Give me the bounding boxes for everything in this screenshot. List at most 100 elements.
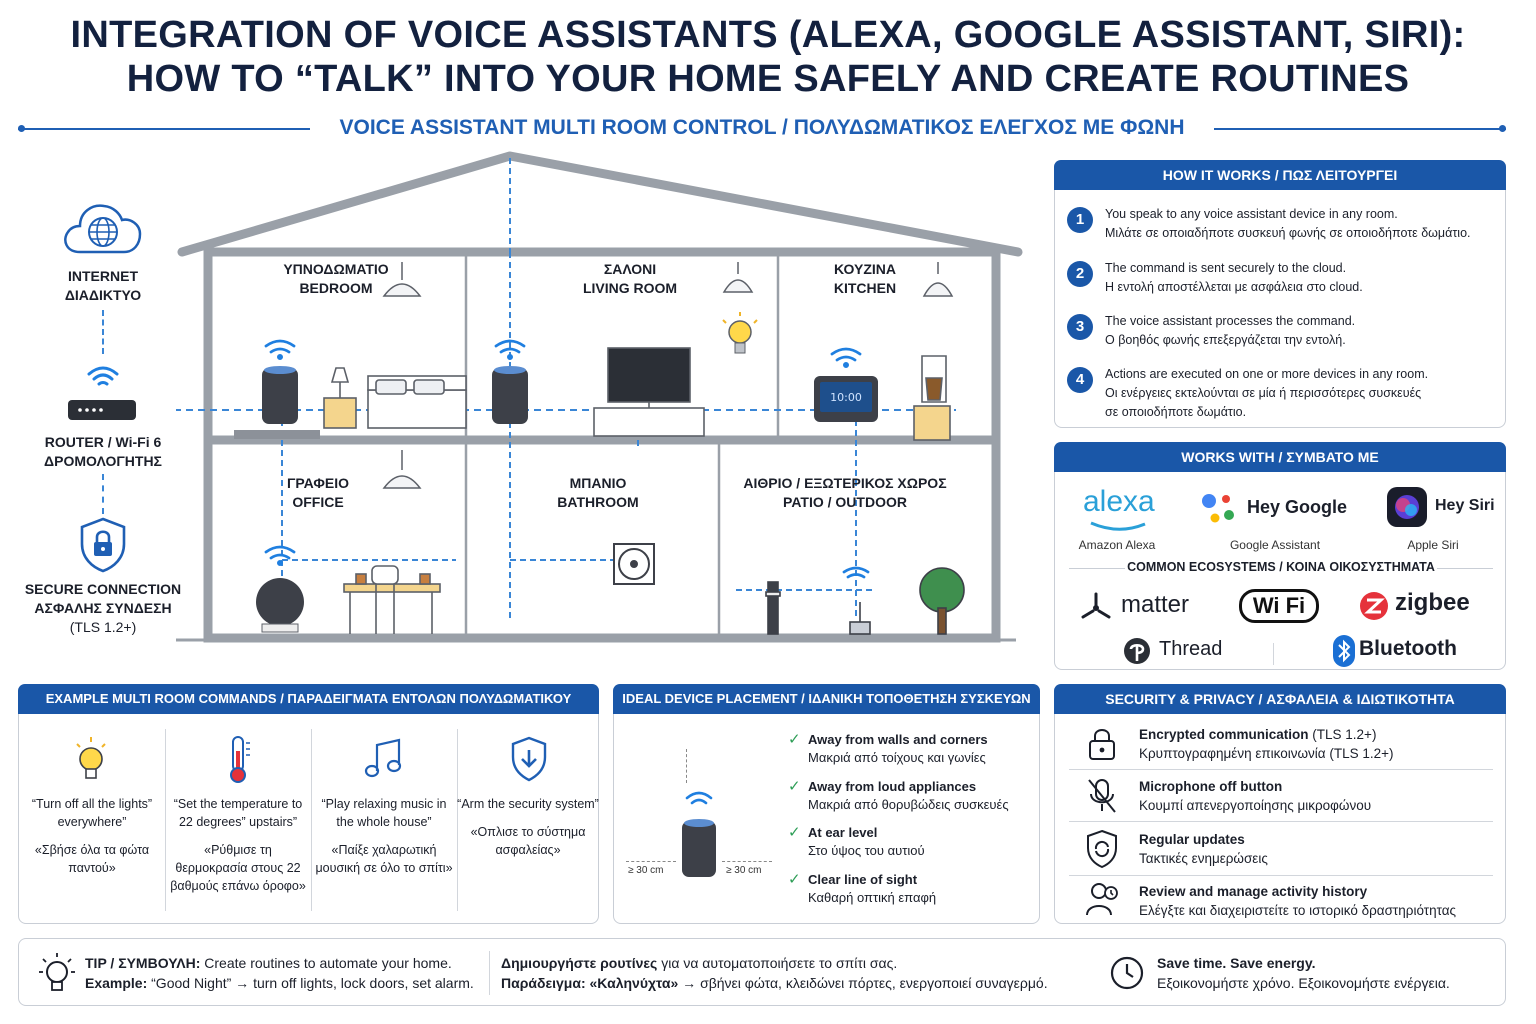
exhaust-fan (613, 543, 655, 585)
distance-marker-left (626, 861, 676, 862)
ear-level-marker (686, 749, 687, 783)
room-label-patio: ΑΙΘΡΙΟ / ΕΞΩΤΕΡΙΚΟΣ ΧΩΡΟΣ PATIO / OUTDOO… (730, 474, 960, 512)
tip-text: Create routines to automate your home. (200, 955, 452, 971)
distance-marker-right (722, 861, 772, 862)
tip-gr-example-label: Παράδειγμα: «Καληνύχτα» (501, 975, 679, 991)
google-logo-text: Hey Google (1247, 497, 1348, 517)
mic-off-icon (1088, 779, 1116, 813)
room-label-bathroom: ΜΠΑΝΙΟ BATHROOM (528, 474, 668, 512)
command-2: “Set the temperature to 22 degrees” upst… (167, 795, 309, 895)
step-number: 3 (1067, 314, 1093, 340)
tip-gr-example-text: → σβήνει φώτα, κλειδώνει πόρτες, ενεργοπ… (678, 975, 1048, 991)
divider-right (1214, 128, 1506, 130)
placement-gr: Καθαρή οπτική επαφή (808, 890, 937, 905)
command-gr: «Ρύθμισε τη θερμοκρασία στους 22 βαθμούς… (170, 843, 306, 893)
zigbee-logo: zigbee (1395, 589, 1470, 616)
placement-en: Away from walls and corners (808, 732, 988, 747)
router-icon (68, 400, 136, 420)
room-kitchen-en: KITCHEN (833, 280, 897, 296)
command-3: “Play relaxing music in the whole house”… (313, 795, 455, 877)
room-living-gr: ΣΑΛΟΝΙ (603, 261, 657, 277)
alexa-caption: Amazon Alexa (1078, 538, 1156, 552)
security-gr: Τακτικές ενημερώσεις (1139, 851, 1268, 866)
secure-label-tls: (TLS 1.2+) (69, 619, 137, 635)
lightbulb-tip-icon (39, 953, 75, 991)
thread-icon (1124, 638, 1150, 664)
thermometer-icon (230, 736, 250, 783)
music-note-icon (364, 738, 402, 778)
room-patio-en: PATIO / OUTDOOR (783, 494, 907, 510)
divider-dot (1499, 125, 1506, 132)
placement-gr: Μακριά από τοίχους και γωνίες (808, 750, 986, 765)
page-title-line-1: INTEGRATION OF VOICE ASSISTANTS (ALEXA, … (70, 14, 1466, 56)
matter-icon (1081, 592, 1111, 619)
security-gr: Κρυπτογραφημένη επικοινωνία (TLS 1.2+) (1139, 746, 1394, 761)
placement-item-2: ✓ Away from loud appliances Μακριά από θ… (788, 778, 1009, 814)
tip-label: TIP / ΣΥΜΒΟΥΛΗ: (85, 955, 201, 971)
divider (489, 951, 490, 995)
security-gr: Κουμπί απενεργοποίησης μικροφώνου (1139, 798, 1372, 813)
placement-gr: Στο ύψος του αυτιού (808, 843, 925, 858)
security-panel: SECURITY & PRIVACY / ΑΣΦΑΛΕΙΑ & ΙΔΙΩΤΙΚΟ… (1054, 684, 1506, 924)
placement-item-1: ✓ Away from walls and corners Μακριά από… (788, 731, 988, 767)
lightbulb-icon (722, 312, 758, 354)
check-icon: ✓ (788, 731, 801, 748)
room-bathroom-en: BATHROOM (557, 494, 639, 510)
room-patio-gr: ΑΙΘΡΙΟ / ΕΞΩΤΕΡΙΚΟΣ ΧΩΡΟΣ (743, 475, 947, 491)
smart-speaker-bedroom (262, 366, 298, 424)
matter-logo: matter (1121, 591, 1190, 618)
step-text-gr: Μιλάτε σε οποιαδήποτε συσκευή φωνής σε ο… (1105, 226, 1471, 240)
security-en-suffix: (TLS 1.2+) (1308, 727, 1377, 742)
security-item-2: Microphone off button Κουμπί απενεργοποί… (1139, 777, 1371, 815)
secure-shield-icon (80, 517, 126, 573)
room-office-en: OFFICE (292, 494, 344, 510)
router-label-en: ROUTER / Wi-Fi 6 (44, 434, 162, 450)
shield-icon (511, 736, 547, 782)
google-assistant-icon (1202, 494, 1234, 523)
security-en: Encrypted communication (1139, 727, 1309, 742)
distance-left: ≥ 30 cm (628, 865, 664, 876)
command-4: “Arm the security system” «Οπλισε το σύσ… (457, 795, 599, 859)
command-en: “Turn off all the lights” everywhere” (31, 797, 153, 829)
step-text-en: The voice assistant processes the comman… (1105, 314, 1356, 328)
thread-logo: Thread (1159, 638, 1223, 660)
tip-save-en: Save time. Save energy. (1157, 955, 1316, 971)
divider (1273, 643, 1274, 665)
smart-speaker-office (256, 578, 304, 633)
room-label-office: ΓΡΑΦΕΙΟ OFFICE (248, 474, 388, 512)
siri-logo-text: Hey Siri (1435, 497, 1495, 514)
secure-label-en: SECURE CONNECTION (24, 581, 182, 597)
tip-example-text: “Good Night” → turn off lights, lock doo… (147, 975, 474, 991)
divider-left (18, 128, 310, 130)
placement-en: At ear level (808, 825, 878, 840)
cloud-globe-icon (64, 204, 142, 254)
tip-gr-bold: Δημιουργήστε ρουτίνες (501, 955, 658, 971)
command-en: “Arm the security system” (457, 797, 599, 811)
subtitle-row: VOICE ASSISTANT MULTI ROOM CONTROL / ΠΟΛ… (18, 116, 1506, 142)
divider (1069, 568, 1125, 569)
room-office-gr: ΓΡΑΦΕΙΟ (286, 475, 350, 491)
alexa-logo: alexa (1083, 485, 1155, 518)
command-gr: «Παίξε χαλαρωτική μουσική σε όλο το σπίτ… (315, 843, 453, 875)
tip-save: Save time. Save energy. Εξοικονομήστε χρ… (1157, 953, 1450, 993)
placement-title: IDEAL DEVICE PLACEMENT / ΙΔΑΝΙΚΗ ΤΟΠΟΘΕΤ… (613, 684, 1040, 714)
alexa-smile-icon (1090, 521, 1146, 531)
step-text-en: You speak to any voice assistant device … (1105, 207, 1398, 221)
tip-panel: TIP / ΣΥΜΒΟΥΛΗ: Create routines to autom… (18, 938, 1506, 1006)
zigbee-icon (1360, 592, 1388, 620)
command-1: “Turn off all the lights” everywhere” «Σ… (21, 795, 163, 877)
siri-icon (1387, 487, 1427, 527)
command-gr: «Οπλισε το σύστημα ασφαλείας» (470, 825, 586, 857)
divider (457, 729, 458, 911)
command-gr: «Σβήσε όλα τα φώτα παντού» (34, 843, 150, 875)
subtitle: VOICE ASSISTANT MULTI ROOM CONTROL / ΠΟΛ… (339, 116, 1185, 139)
divider (1437, 568, 1493, 569)
divider (1069, 769, 1493, 770)
clock-icon (1110, 956, 1144, 990)
how-it-works-panel: HOW IT WORKS / ΠΩΣ ΛΕΙΤΟΥΡΓΕΙ 1 You spea… (1054, 160, 1506, 428)
room-living-en: LIVING ROOM (582, 280, 678, 296)
wifi-icon (87, 366, 119, 386)
security-title: SECURITY & PRIVACY / ΑΣΦΑΛΕΙΑ & ΙΔΙΩΤΙΚΟ… (1054, 684, 1506, 714)
security-item-3: Regular updates Τακτικές ενημερώσεις (1139, 830, 1268, 868)
kitchen-display-time: 10:00 (830, 391, 862, 404)
